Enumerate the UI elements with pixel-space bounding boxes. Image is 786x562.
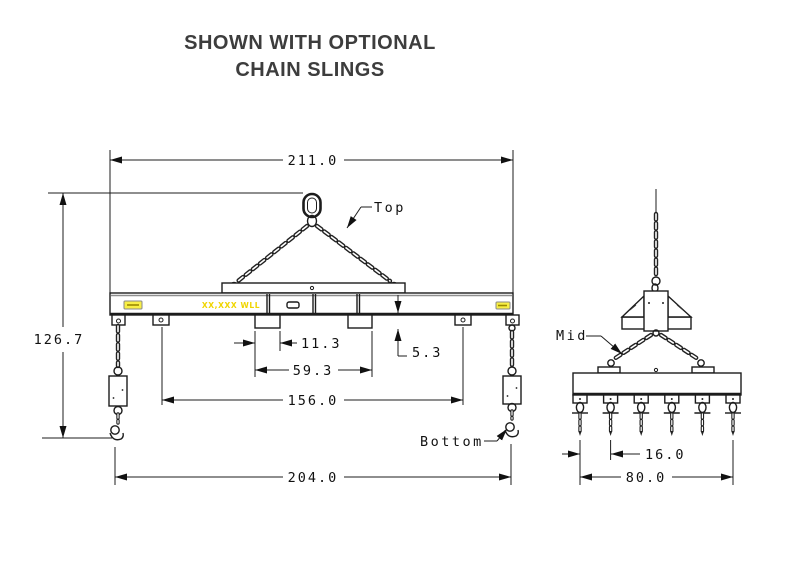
title-line-1: SHOWN WITH OPTIONAL [184,32,436,54]
dim-inner-lug-span: 156.0 [162,393,463,409]
extension-lines-front [42,150,514,485]
bottom-chain-left [108,323,128,441]
side-hanger-bracket [620,290,693,332]
spreader-beam: XX,XXX WLL [109,282,514,316]
beam-wll-marking: XX,XXX WLL [202,301,260,310]
center-lug-right [347,314,373,329]
dim-hook-span: 204.0 [115,470,511,486]
title-line-2: CHAIN SLINGS [235,59,385,81]
dim-inner-lug-span-label: 156.0 [288,393,339,409]
dim-lug-span-label: 59.3 [293,363,334,379]
mid-chain-sling [607,329,705,367]
callout-top-label: Top [374,200,406,216]
turnbuckle-right [502,375,522,405]
callout-bottom: Bottom [420,428,508,450]
side-top-chain [651,189,661,293]
dim-hook-span-label: 204.0 [288,470,339,486]
beam-body [109,292,514,316]
drawing-title: SHOWN WITH OPTIONAL CHAIN SLINGS [0,30,620,84]
callout-mid: Mid [556,328,623,355]
callout-bottom-label: Bottom [420,434,484,450]
dim-overall-width-label: 211.0 [288,153,339,169]
callout-top: Top [346,200,406,229]
bottom-hook-right [505,422,515,432]
dim-lug-width: 11.3 [234,336,342,352]
dim-hook-spacing: 16.0 [562,447,686,463]
dim-side-beam-width-label: 80.0 [626,470,667,486]
top-chain-sling [229,192,399,291]
dim-lug-height-label: 5.3 [412,345,442,361]
dim-lug-width-label: 11.3 [301,336,342,352]
dim-lug-height: 5.3 [394,295,442,361]
bottom-hook-left [110,425,120,435]
bottom-chain-right [502,324,522,438]
dim-overall-width: 211.0 [110,153,513,169]
side-hook-assemblies [570,393,743,438]
center-lug-left [254,314,281,329]
beam-slot [286,301,300,309]
dim-side-beam-width: 80.0 [580,470,733,486]
beam-dividers [266,294,361,313]
beam-lugs [111,314,520,329]
callout-mid-label: Mid [556,328,588,344]
dim-overall-height: 126.7 [34,193,85,438]
turnbuckle-left [108,375,128,407]
dim-hook-spacing-label: 16.0 [645,447,686,463]
front-view: XX,XXX WLL [34,150,522,486]
dim-overall-height-label: 126.7 [34,332,85,348]
dim-lug-span: 59.3 [255,363,372,379]
side-beam [572,366,742,396]
side-view: Mid [556,189,743,486]
